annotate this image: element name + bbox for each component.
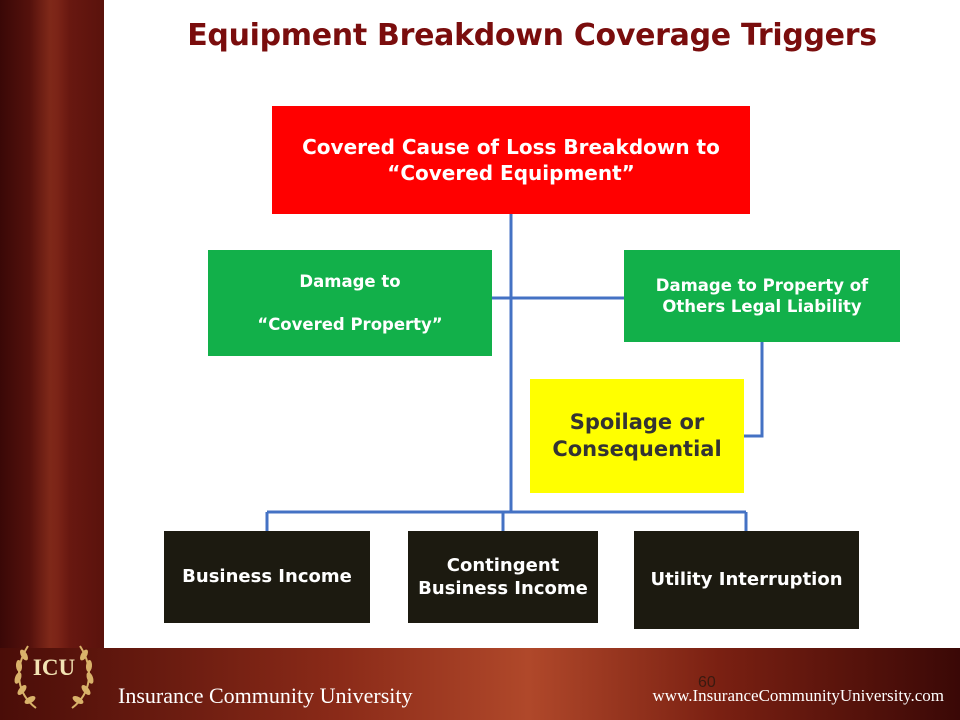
slide-title: Equipment Breakdown Coverage Triggers [187,18,877,53]
laurel-wreath-icon [14,645,94,709]
left-decorative-band [0,0,104,648]
node-legal-liability: Damage to Property of Others Legal Liabi… [624,250,900,342]
node-contingent-business-income: Contingent Business Income [408,531,598,623]
node-covered-cause-of-loss: Covered Cause of Loss Breakdown to “Cove… [272,106,750,214]
footer-organization: Insurance Community University [118,683,413,708]
node-spoilage: Spoilage or Consequential [530,379,744,493]
footer-website-link[interactable]: www.InsuranceCommunityUniversity.com [652,686,944,705]
logo-text: ICU [32,655,76,680]
page-number: 60 [698,674,716,691]
connector-legal-to-spoilage [744,342,764,438]
node-damage-to-covered-property: Damage to “Covered Property” [208,250,492,356]
covered-property-line1: Damage to [299,271,401,291]
covered-property-line2: “Covered Property” [257,315,443,334]
node-business-income: Business Income [164,531,370,623]
node-utility-interruption: Utility Interruption [634,531,859,629]
footer-bar [0,648,960,720]
